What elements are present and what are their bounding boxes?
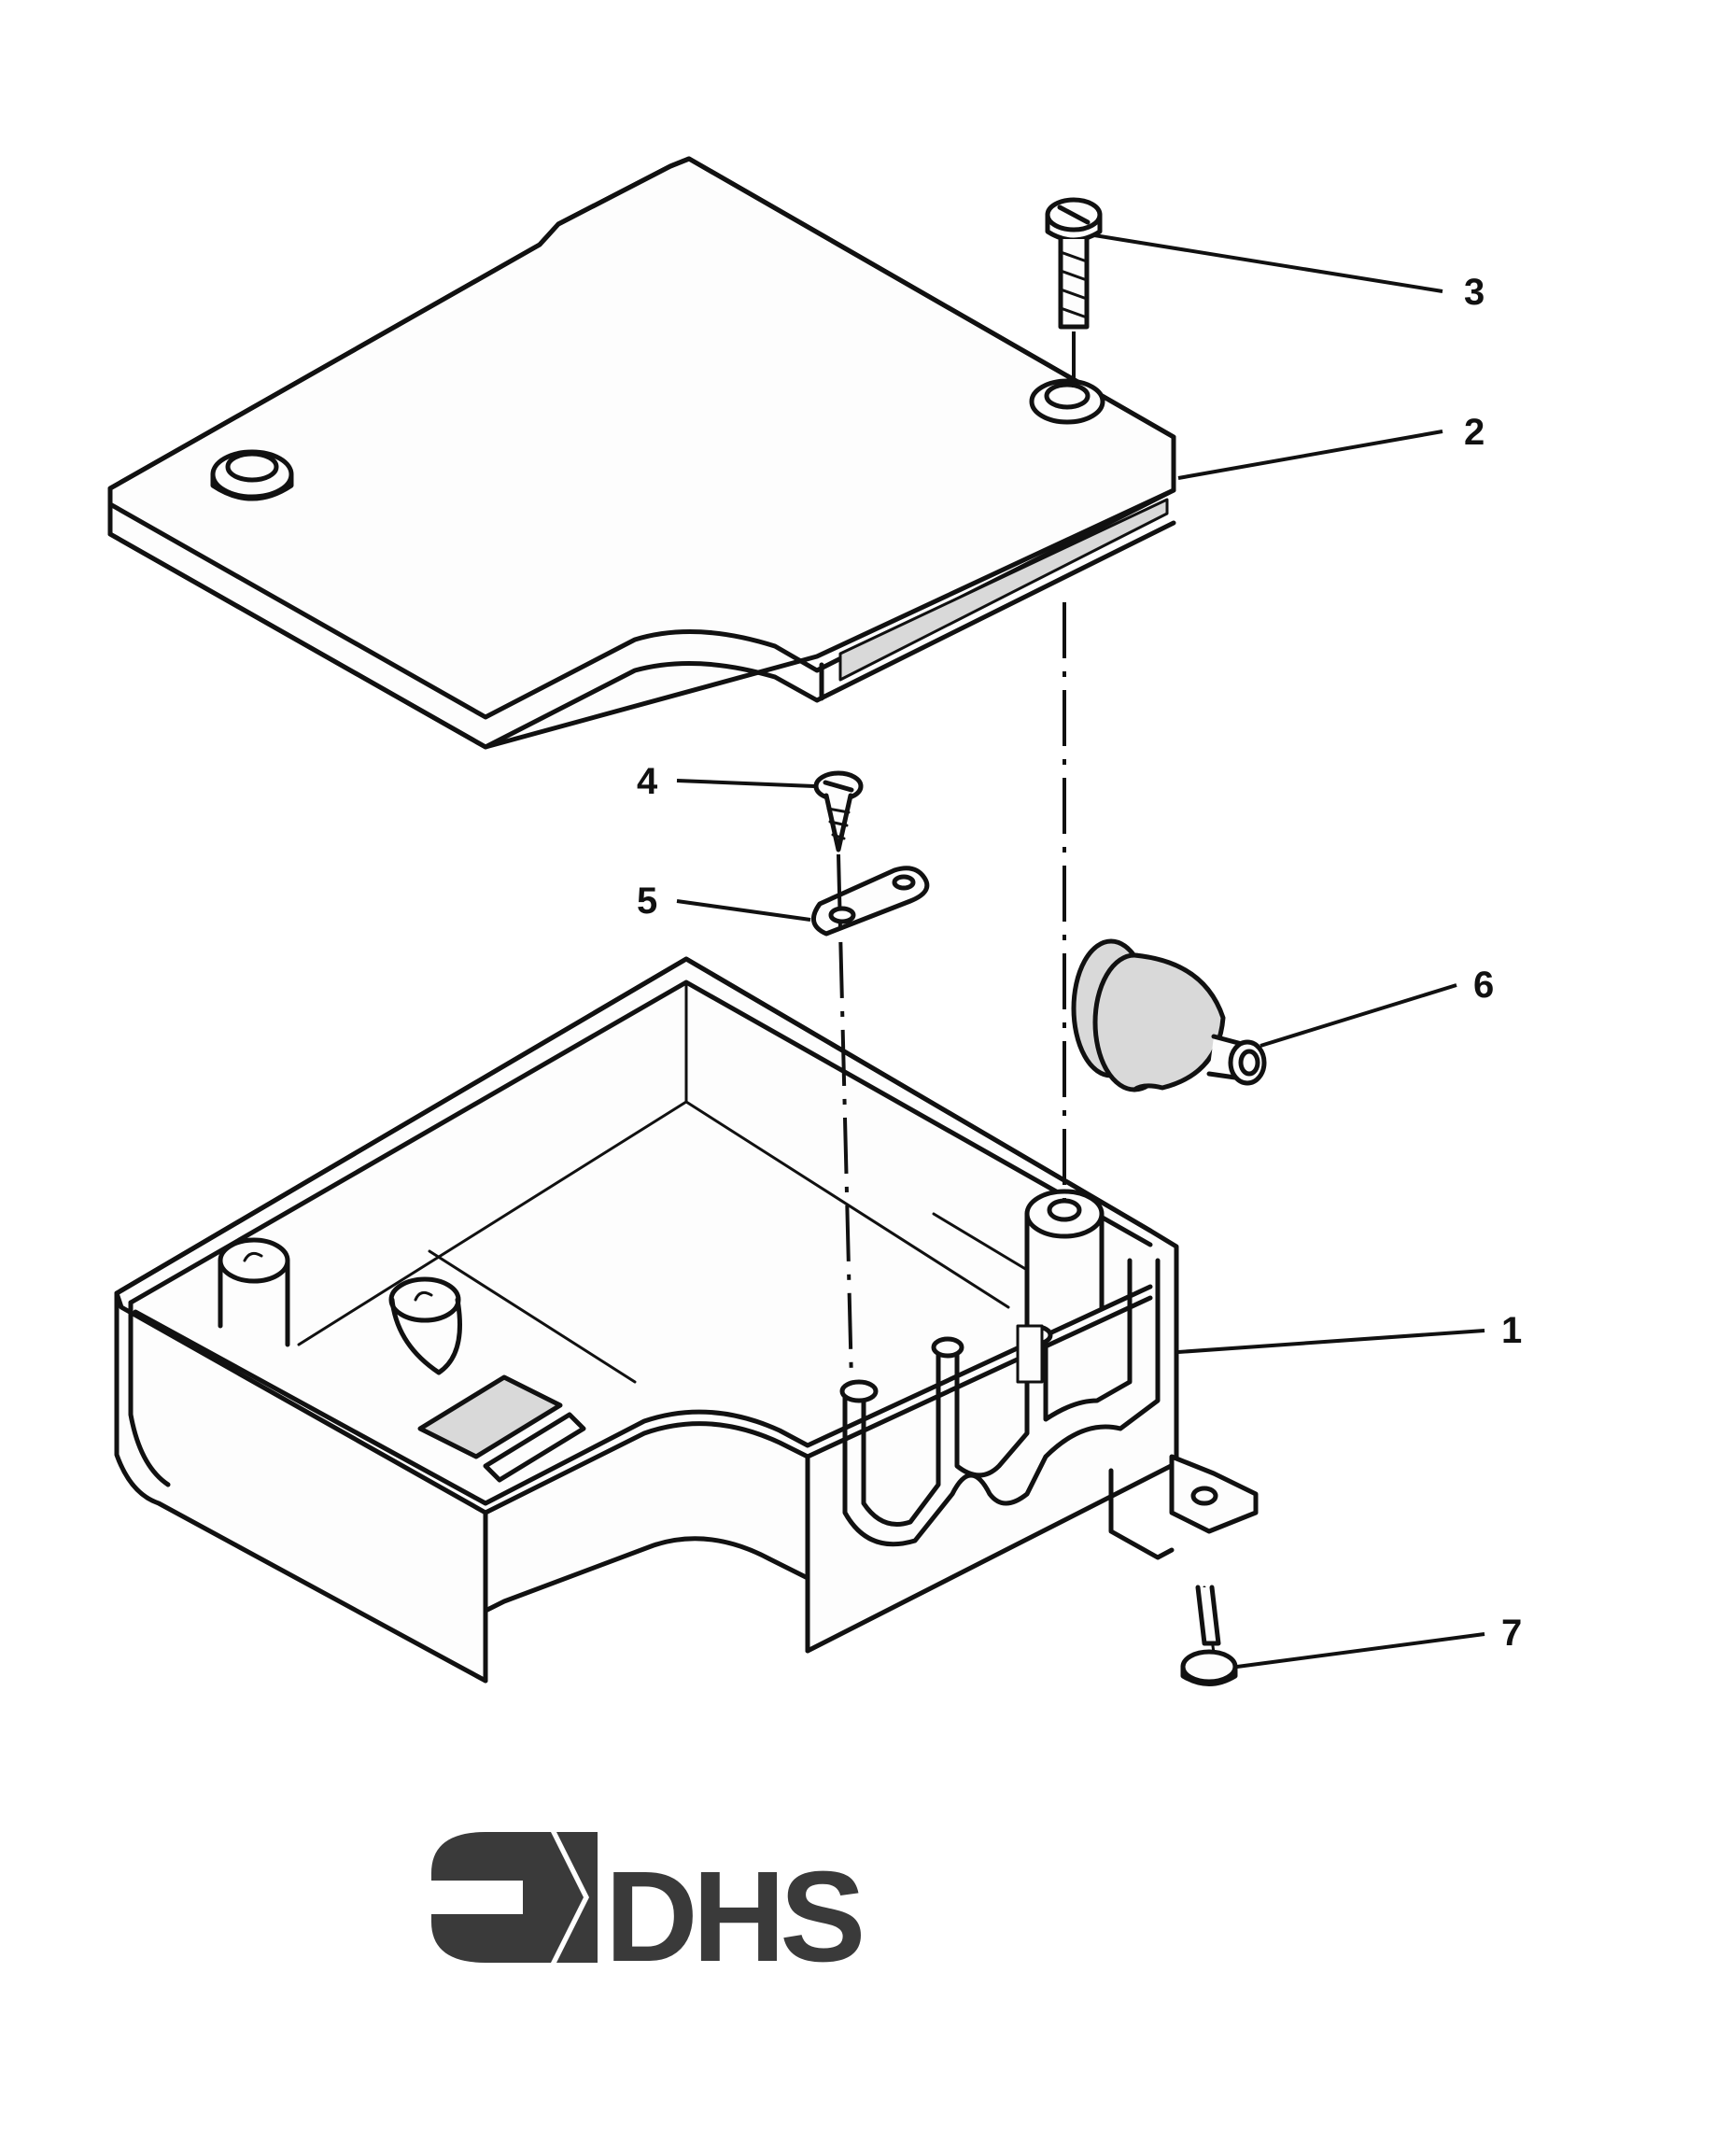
- dhs-logo: DHS: [431, 1832, 866, 1989]
- dhs-logo-text: DHS: [605, 1845, 861, 1989]
- cable-clamp-part: [810, 866, 930, 937]
- leader-line-5: [676, 899, 811, 922]
- leader-line-6: [1260, 983, 1457, 1048]
- leader-line-7: [1236, 1632, 1485, 1669]
- self-tapping-screw-part: [813, 770, 864, 853]
- callout-number-2: 2: [1464, 412, 1485, 453]
- callout-number-5: 5: [637, 881, 657, 922]
- callout-number-4: 4: [637, 761, 658, 802]
- callout-number-3: 3: [1464, 272, 1485, 313]
- grommet-part: [1071, 938, 1267, 1092]
- mounting-screw-part: [1180, 1585, 1238, 1686]
- leader-line-1: [1177, 1329, 1485, 1354]
- leader-line-2: [1177, 430, 1443, 480]
- leader-line-3: [1093, 233, 1443, 293]
- callout-number-6: 6: [1473, 965, 1494, 1006]
- assembly-line-clamp: [837, 853, 853, 1383]
- cover-part: [107, 156, 1176, 750]
- housing-base-part: [114, 956, 1259, 1684]
- leader-line-4: [676, 779, 815, 788]
- callout-number-1: 1: [1501, 1310, 1522, 1351]
- cover-screw-part: [1045, 197, 1103, 330]
- callout-number-7: 7: [1501, 1613, 1522, 1654]
- dhs-logo-arrow-mark: [431, 1832, 598, 1963]
